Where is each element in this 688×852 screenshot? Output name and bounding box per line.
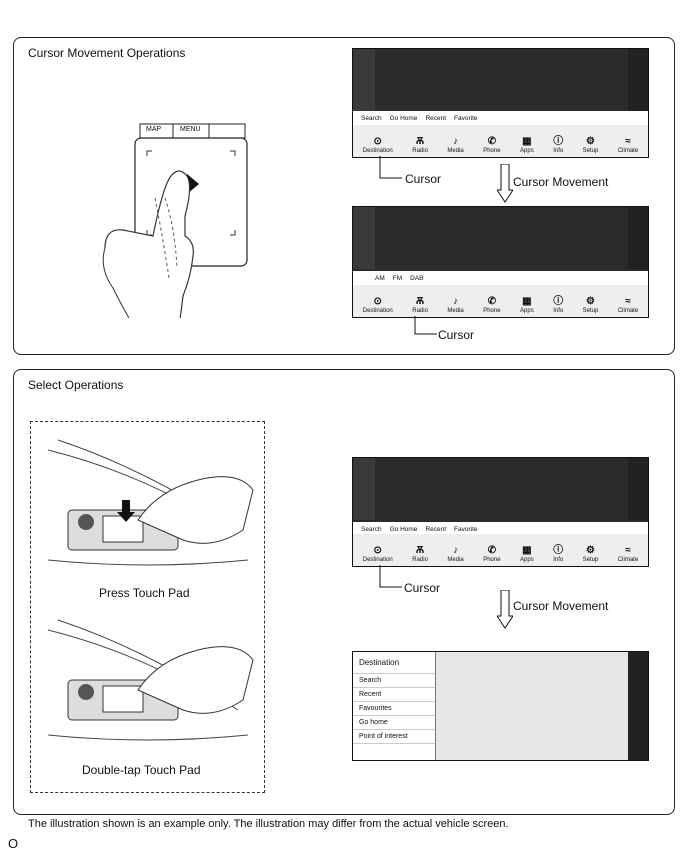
- menu-recent[interactable]: Recent: [425, 114, 447, 122]
- destination-title: Destination: [353, 652, 435, 674]
- menu-go-home[interactable]: Go Home: [389, 114, 418, 122]
- right-sidebar: [628, 458, 648, 520]
- icon-setup[interactable]: ⚙Setup: [582, 136, 599, 154]
- icon-apps[interactable]: ▦Apps: [520, 545, 534, 563]
- destination-item-favourites[interactable]: Favourites: [353, 702, 435, 716]
- panel-title: Select Operations: [28, 378, 124, 392]
- menu-favorite[interactable]: Favorite: [454, 114, 478, 122]
- destination-menu: Destination Search Recent Favourites Go …: [353, 652, 436, 760]
- search-menubar: Search Go Home Recent Favorite: [353, 111, 648, 125]
- doubletap-touchpad-illustration: [47, 619, 254, 741]
- menu-recent[interactable]: Recent: [425, 525, 447, 533]
- icon-destination[interactable]: ⊙Destination: [362, 136, 393, 154]
- left-sidebar: [353, 49, 375, 111]
- press-touchpad-label: Press Touch Pad: [99, 586, 190, 600]
- icon-phone[interactable]: ✆Phone: [483, 545, 501, 563]
- search-menubar: Search Go Home Recent Favorite: [353, 522, 648, 536]
- menu-dab[interactable]: DAB: [410, 274, 424, 282]
- icon-phone[interactable]: ✆Phone: [483, 136, 501, 154]
- cursor-label-2: Cursor: [438, 328, 475, 342]
- menu-am[interactable]: AM: [375, 274, 385, 282]
- icon-apps[interactable]: ▦Apps: [520, 136, 534, 154]
- screen-d: Destination Search Recent Favourites Go …: [352, 651, 649, 761]
- cursor-leader-2: [414, 316, 437, 335]
- icon-climate[interactable]: ≈Climate: [617, 545, 639, 563]
- icon-media[interactable]: ♪Media: [447, 545, 464, 563]
- left-sidebar: [353, 458, 375, 520]
- panel-title: Cursor Movement Operations: [28, 46, 186, 60]
- doubletap-touchpad-label: Double-tap Touch Pad: [82, 763, 201, 777]
- menu-go-home[interactable]: Go Home: [389, 525, 418, 533]
- menu-search[interactable]: Search: [361, 114, 382, 122]
- destination-item-recent[interactable]: Recent: [353, 688, 435, 702]
- icon-media[interactable]: ♪Media: [447, 136, 464, 154]
- menu-search[interactable]: Search: [361, 525, 382, 533]
- down-arrow-1: [497, 164, 513, 203]
- icon-setup[interactable]: ⚙Setup: [582, 545, 599, 563]
- icon-destination[interactable]: ⊙Destination: [362, 545, 393, 563]
- right-sidebar: [628, 652, 648, 760]
- touchpad-hand-illustration: [102, 123, 248, 318]
- radio-menubar: AM FM DAB: [353, 271, 648, 285]
- cursor-label-1: Cursor: [405, 172, 442, 186]
- press-touchpad-illustration: [47, 439, 254, 566]
- right-sidebar: [628, 49, 648, 111]
- cursor-movement-label-2: Cursor Movement: [513, 599, 609, 613]
- cursor-movement-label-1: Cursor Movement: [513, 175, 609, 189]
- touchpad-illustration-box: [30, 421, 265, 793]
- cursor-leader-3: [379, 565, 402, 588]
- icon-apps[interactable]: ▦Apps: [520, 296, 534, 314]
- icon-climate[interactable]: ≈Climate: [617, 296, 639, 314]
- icon-destination[interactable]: ⊙Destination: [362, 296, 393, 314]
- screen-a: Search Go Home Recent Favorite ⊙Destinat…: [352, 48, 649, 158]
- down-arrow-2: [497, 590, 513, 629]
- menu-favorite[interactable]: Favorite: [454, 525, 478, 533]
- menu-fm[interactable]: FM: [392, 274, 403, 282]
- icon-setup[interactable]: ⚙Setup: [582, 296, 599, 314]
- icon-phone[interactable]: ✆Phone: [483, 296, 501, 314]
- destination-item-search[interactable]: Search: [353, 674, 435, 688]
- destination-item-go-home[interactable]: Go home: [353, 716, 435, 730]
- left-sidebar: [353, 207, 375, 269]
- map-button: MAP: [146, 126, 162, 133]
- cursor-label-3: Cursor: [404, 581, 441, 595]
- right-sidebar: [628, 207, 648, 269]
- footer-mark: O: [8, 836, 19, 851]
- icon-media[interactable]: ♪Media: [447, 296, 464, 314]
- caption: The illustration shown is an example onl…: [28, 818, 509, 830]
- icon-climate[interactable]: ≈Climate: [617, 136, 639, 154]
- menu-button: MENU: [180, 126, 201, 133]
- cursor-leader-1: [379, 156, 402, 179]
- destination-item-poi[interactable]: Point of interest: [353, 730, 435, 744]
- screen-c: Search Go Home Recent Favorite ⊙Destinat…: [352, 457, 649, 567]
